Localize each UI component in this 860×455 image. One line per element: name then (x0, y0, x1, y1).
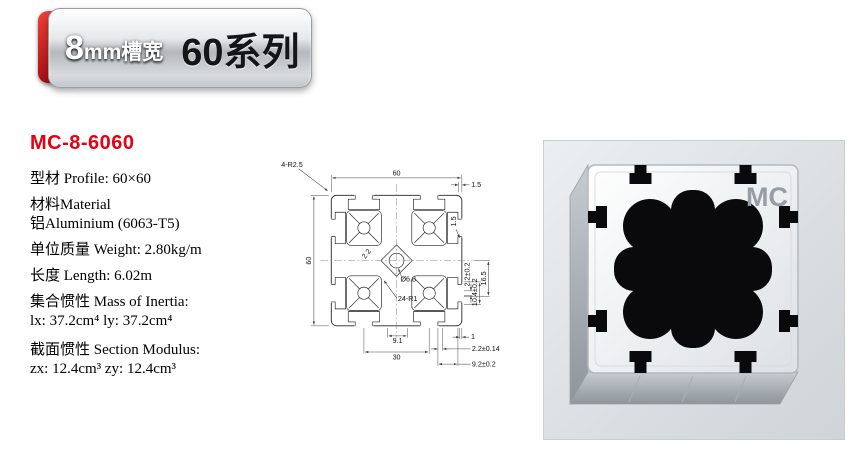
dimension-lines (298, 168, 490, 366)
slot-width-label: 8mm槽宽 (65, 28, 164, 67)
dim-wall-right: 1.5 (450, 216, 458, 226)
dim-fillets: 24-R1 (398, 295, 418, 303)
dim-pitch: 30 (393, 353, 401, 361)
profile-face: MC (587, 164, 799, 374)
dim-corner-radius: 4-R2.5 (281, 161, 303, 169)
model-number: MC-8-6060 (30, 132, 135, 154)
dim-16-5: 16.5 (480, 271, 488, 285)
dim-width-top: 60 (393, 169, 401, 177)
spec-profile: 型材 Profile: 60×60 (30, 171, 151, 187)
spec-modulus-values: zx: 12.4cm³ zy: 12.4cm³ (30, 361, 177, 377)
cavity-shape (588, 165, 798, 373)
technical-drawing: 60 60 4-R2.5 1.5 1.5 2.2 Ø6.8 24-R1 9.1 … (266, 156, 538, 450)
dim-2-2a: 2.2±0.2 (464, 263, 472, 287)
series-label: 60系列 (181, 31, 300, 74)
profile-side-surfaces (569, 163, 799, 406)
dimension-labels: 60 60 4-R2.5 1.5 1.5 2.2 Ø6.8 24-R1 9.1 … (281, 161, 499, 368)
dim-lip-top: 1.5 (471, 181, 481, 189)
dim-2-2b: 2.2±0.14 (472, 345, 500, 353)
spec-weight: 单位质量 Weight: 2.80kg/m (30, 242, 202, 258)
dim-slot-inner: 9.1 (393, 337, 403, 345)
spec-inertia-title: 集合惯性 Mass of Inertia: (30, 294, 189, 310)
brand-watermark: MC (746, 182, 788, 212)
dim-9-2: 9.2±0.2 (472, 360, 496, 368)
spec-alloy: 铝Aluminium (6063-T5) (30, 216, 180, 232)
dim-10-4: 10.4±0.2 (471, 278, 479, 306)
spec-inertia-values: lx: 37.2cm⁴ ly: 37.2cm⁴ (30, 313, 173, 329)
spec-modulus-title: 截面惯性 Section Modulus: (30, 342, 201, 358)
series-badge: 8mm槽宽 60系列 (38, 8, 312, 88)
badge-plate: 8mm槽宽 60系列 (48, 8, 312, 88)
dim-center-hole: Ø6.8 (400, 275, 416, 283)
spec-panel: MC-8-6060 型材 Profile: 60×60 材料Material 铝… (30, 132, 275, 378)
spec-material: 材料Material (30, 197, 111, 213)
product-photo: MC (543, 140, 845, 440)
spec-length: 长度 Length: 6.02m (30, 268, 153, 284)
dim-1: 1 (471, 333, 475, 341)
dim-height-left: 60 (305, 257, 313, 265)
